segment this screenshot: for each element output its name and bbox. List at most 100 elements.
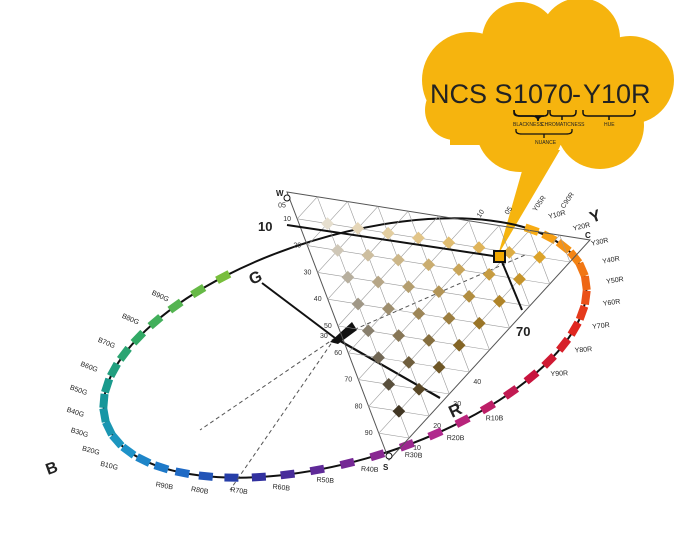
nuance-swatch [472, 241, 486, 254]
nuance-swatch [392, 329, 405, 342]
nuance-swatch [422, 258, 435, 272]
hue-swatch [556, 336, 572, 353]
hue-swatch [523, 223, 540, 236]
axis-letter-g: G [247, 268, 265, 289]
hue-label: B90G [150, 290, 169, 304]
nuance-swatch [361, 324, 375, 338]
hue-label: B40G [66, 407, 85, 419]
nuance-swatch [382, 378, 396, 391]
hue-swatch [339, 457, 356, 470]
center-marker-value: 30 [320, 333, 328, 340]
ncs-notation-hue: Y10R [583, 79, 651, 109]
blackness-scale-label: 80 [355, 403, 363, 410]
hue-label: R20B [447, 435, 465, 442]
grid-line [559, 235, 571, 263]
hue-swatch [541, 230, 558, 245]
hue-swatch [107, 361, 121, 379]
label-hue: HUE [604, 122, 615, 128]
top-edge-label: C90R [560, 191, 576, 210]
hue-swatch [427, 427, 444, 441]
nuance-swatch [371, 275, 385, 289]
hue-swatch [174, 467, 190, 479]
hue-swatch [479, 400, 496, 415]
nuance-swatch [391, 253, 405, 267]
hue-swatch [502, 385, 520, 400]
hue-label: Y60R [603, 298, 621, 307]
hue-swatch [198, 471, 214, 481]
hue-label: B20G [81, 445, 100, 456]
nuance-swatch [493, 294, 506, 308]
label-blackness: BLACKNESS [513, 122, 544, 128]
grid-line [297, 218, 570, 263]
hue-swatch [135, 453, 152, 467]
nuance-swatch [402, 356, 416, 369]
grid-line [317, 206, 379, 273]
nuance-swatch [442, 236, 456, 250]
hue-swatch [523, 369, 540, 385]
hue-label: Y90R [550, 370, 568, 378]
nuance-swatch [452, 263, 466, 276]
vertex-white-dot [283, 194, 291, 202]
hue-swatch [575, 304, 589, 321]
nuance-swatch [392, 404, 406, 418]
nuance-swatch [422, 334, 436, 347]
axis-letter-y: Y [588, 207, 604, 227]
hue-label: Y80R [574, 346, 592, 354]
blackness-scale-label: 10 [283, 216, 291, 223]
hue-swatch [167, 298, 184, 314]
nuance-swatch [382, 302, 395, 316]
hue-swatch [398, 439, 415, 452]
hue-swatch [190, 284, 207, 299]
hue-swatch [580, 275, 591, 291]
blackness-scale-label: 20 [293, 243, 301, 250]
hue-label: R60B [272, 484, 291, 493]
vertex-chroma-label: C [585, 231, 591, 240]
hue-swatch [117, 345, 132, 362]
nuance-swatch [442, 312, 456, 325]
hue-label: Y10R [548, 210, 567, 221]
nuance-swatch [341, 270, 355, 284]
top-edge-label: 10 [476, 209, 486, 219]
blackness-scale-label: 70 [344, 377, 352, 384]
axes: 30 [199, 254, 526, 491]
grid-line [378, 432, 410, 439]
hue-label: R50B [316, 477, 334, 486]
chromaticness-scale-label: 40 [473, 379, 481, 386]
blackness-scale-label: 40 [314, 296, 322, 303]
hue-circle-ring [102, 217, 588, 479]
hue-swatch [99, 393, 109, 409]
nuance-swatch [432, 360, 446, 374]
hue-swatch [215, 270, 232, 284]
chromaticness-scale-label: 30 [453, 401, 461, 408]
hue-swatch [369, 449, 386, 462]
ncs-notation-prefix: NCS S [430, 79, 513, 109]
grid-line [498, 225, 530, 307]
hue-swatch [109, 432, 125, 449]
nuance-swatch [452, 338, 466, 352]
hue-label: B80G [121, 313, 140, 327]
hue-label: R70B [230, 487, 249, 496]
vertex-black-label: S [383, 463, 389, 472]
nuance-swatch [432, 285, 446, 298]
hue-label: Y50R [606, 276, 624, 286]
nuance-swatch [412, 307, 426, 320]
top-edge-label: 05 [504, 206, 514, 216]
label-nuance: NUANCE [535, 140, 557, 146]
blackness-scale-label: 05 [278, 202, 286, 209]
hue-swatch [575, 261, 589, 278]
hue-label: B50G [69, 384, 88, 397]
axis-letter-b: B [44, 459, 61, 479]
nuance-swatch [402, 280, 415, 294]
hue-label: R30B [405, 452, 423, 460]
nuance-swatch [472, 316, 486, 330]
hue-swatches [99, 223, 591, 482]
grid-line [296, 196, 318, 220]
hue-swatch [251, 472, 267, 482]
hue-label: B60G [79, 361, 98, 374]
nuance-swatch [372, 351, 385, 364]
grid-line [438, 215, 490, 351]
hue-swatch [309, 464, 325, 476]
